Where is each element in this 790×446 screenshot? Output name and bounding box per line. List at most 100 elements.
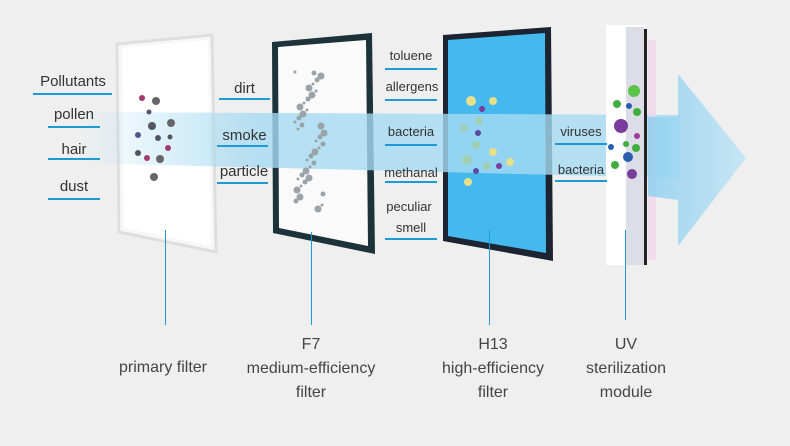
label-toluene: toluene (389, 48, 433, 63)
label-dirt: dirt (234, 80, 255, 97)
particle-dot (299, 122, 305, 128)
particle-dot (489, 97, 497, 105)
particle-dot (317, 72, 325, 80)
label-smoke: smoke (222, 127, 267, 144)
label-pollen: pollen (53, 106, 95, 123)
caption-line: H13 (478, 336, 508, 353)
particle-dot (139, 95, 145, 101)
particle-dot (296, 193, 304, 201)
particle-dot (302, 179, 308, 185)
particle-dot (167, 134, 173, 140)
caption-line: UV (614, 336, 638, 353)
particles (135, 70, 641, 213)
particle-dot (146, 109, 152, 115)
particle-dot (311, 160, 317, 166)
particle-dot (296, 103, 304, 111)
underline (48, 126, 100, 128)
particle-dot (634, 133, 640, 139)
particle-dot (626, 103, 632, 109)
caption-line: medium-efficiency (246, 360, 376, 377)
underline (385, 99, 437, 101)
underline (555, 180, 607, 182)
particle-dot (628, 85, 640, 97)
leader-line (625, 230, 626, 320)
particle-dot (614, 119, 628, 133)
caption-line: filter (477, 384, 509, 401)
particle-dot (496, 163, 502, 169)
particle-dot (623, 152, 633, 162)
particle-dot (293, 198, 299, 204)
underline (385, 144, 437, 146)
particle-dot (302, 101, 306, 105)
particle-dot (466, 96, 476, 106)
particle-dot (320, 191, 326, 197)
particle-dot (293, 70, 297, 74)
underline (385, 68, 437, 70)
particle-dot (317, 134, 323, 140)
particle-dot (613, 100, 621, 108)
particle-dot (135, 150, 141, 156)
label-uv-bacteria: bacteria (557, 162, 605, 177)
label-particle: particle (219, 163, 269, 180)
particle-dot (472, 141, 480, 149)
caption-h13-filter: H13 high-efficiency filter (442, 333, 544, 405)
particle-dot (302, 167, 310, 175)
particle-dot (475, 117, 483, 125)
caption-line: filter (295, 384, 327, 401)
particle-dot (483, 162, 491, 170)
particle-dot (296, 115, 302, 121)
particle-dot (320, 203, 324, 207)
particle-dot (308, 153, 314, 159)
particle-dot (479, 106, 485, 112)
particle-dot (296, 127, 300, 131)
outflow-arrow (648, 74, 746, 246)
underline (219, 98, 270, 100)
particle-dot (299, 184, 303, 188)
label-dust: dust (59, 178, 89, 195)
particle-dot (314, 139, 318, 143)
particle-dot (305, 96, 311, 102)
caption-f7-filter: F7 medium-efficiency filter (247, 333, 376, 405)
particle-dot (506, 158, 514, 166)
caption-line: primary filter (118, 359, 208, 376)
particle-dot (608, 144, 614, 150)
particle-dot (293, 186, 301, 194)
particle-dot (633, 108, 641, 116)
particle-dot (155, 135, 161, 141)
particle-dot (148, 122, 156, 130)
label-allergens: allergens (385, 79, 439, 94)
particle-dot (144, 155, 150, 161)
caption-line: F7 (301, 336, 321, 353)
label-pollutants: Pollutants (40, 73, 106, 90)
underline (33, 93, 112, 95)
particle-dot (299, 172, 305, 178)
particle-dot (462, 155, 472, 165)
particle-dot (464, 178, 472, 186)
underline (217, 182, 268, 184)
particle-dot (167, 119, 175, 127)
particle-dot (317, 122, 325, 130)
particle-dot (150, 173, 158, 181)
particle-dot (293, 120, 297, 124)
leader-line (489, 230, 490, 325)
label-peculiar: peculiar (386, 199, 432, 214)
particle-dot (152, 97, 160, 105)
leader-line (165, 230, 166, 325)
particle-dot (311, 70, 317, 76)
particle-dot (305, 158, 309, 162)
particle-dot (475, 130, 481, 136)
underline (217, 145, 268, 147)
particle-dot (489, 148, 497, 156)
particle-dot (305, 174, 313, 182)
label-methanal: methanal (384, 165, 438, 180)
particle-dot (308, 91, 316, 99)
label-bacteria: bacteria (387, 124, 435, 139)
leader-line (311, 232, 312, 325)
particle-dot (308, 165, 312, 169)
caption-line: high-efficiency (442, 360, 544, 377)
underline (555, 143, 607, 145)
particle-dot (623, 141, 629, 147)
particle-dot (611, 161, 619, 169)
particle-dot (165, 145, 171, 151)
